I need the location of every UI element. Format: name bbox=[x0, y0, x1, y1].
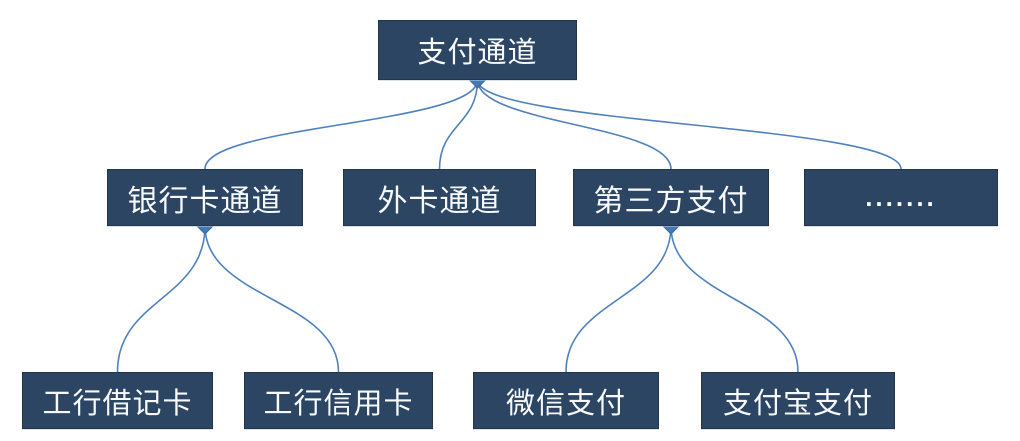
node-ellipsis-label: ....... bbox=[865, 182, 937, 212]
edge-bank-card-to-icbc-debit bbox=[116, 225, 206, 373]
node-third-party-payment: 第三方支付 bbox=[573, 169, 769, 226]
node-alipay-pay: 支付宝支付 bbox=[701, 372, 895, 429]
node-icbc-credit-card: 工行信用卡 bbox=[244, 372, 433, 429]
node-payment-channel: 支付通道 bbox=[378, 20, 577, 80]
edge-bank-card-to-icbc-credit bbox=[204, 225, 340, 373]
edge-root-to-bank-card-channel bbox=[204, 79, 479, 170]
edge-third-party-to-wechat-pay bbox=[565, 225, 672, 373]
edge-third-party-to-alipay bbox=[670, 225, 799, 373]
node-payment-channel-label: 支付通道 bbox=[417, 37, 538, 69]
edge-root-to-third-party-payment bbox=[476, 79, 672, 170]
node-icbc-debit-card-label: 工行借记卡 bbox=[42, 387, 193, 420]
edge-root-to-ellipsis bbox=[476, 79, 902, 170]
node-bank-card-channel-label: 银行卡通道 bbox=[127, 184, 283, 218]
node-icbc-debit-card: 工行借记卡 bbox=[22, 372, 213, 429]
node-icbc-credit-card-label: 工行信用卡 bbox=[263, 387, 414, 420]
node-wechat-pay-label: 微信支付 bbox=[505, 387, 626, 420]
node-third-party-payment-label: 第三方支付 bbox=[593, 184, 749, 218]
node-foreign-card-channel: 外卡通道 bbox=[343, 169, 536, 226]
node-foreign-card-channel-label: 外卡通道 bbox=[377, 184, 502, 218]
node-ellipsis: ....... bbox=[804, 169, 998, 226]
node-bank-card-channel: 银行卡通道 bbox=[107, 169, 303, 226]
edge-root-to-foreign-card-channel bbox=[438, 79, 479, 170]
node-alipay-pay-label: 支付宝支付 bbox=[722, 387, 873, 420]
node-wechat-pay: 微信支付 bbox=[473, 372, 659, 429]
